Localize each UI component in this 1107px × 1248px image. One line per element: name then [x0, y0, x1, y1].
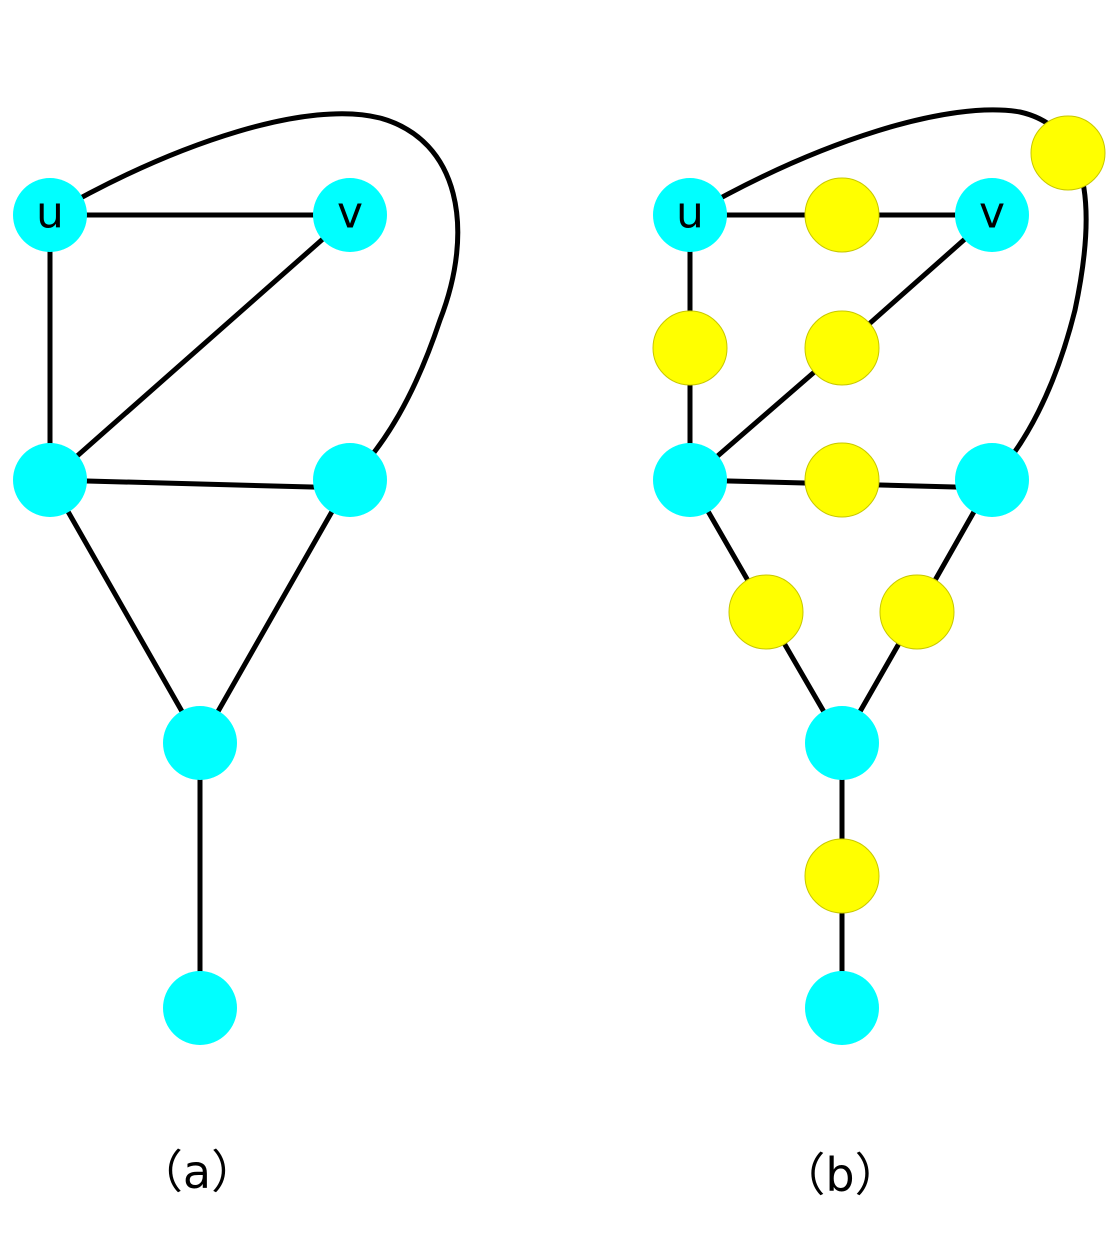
edge-w-x: [47, 477, 353, 491]
node-w: [653, 443, 727, 517]
node-z: [805, 971, 879, 1045]
subdivision-node-uv: [804, 177, 880, 253]
subdivision-node-yz: [804, 838, 880, 914]
panel-a-edges: [47, 111, 461, 1011]
subdivision-node-xy: [879, 574, 955, 650]
panel-b: u v （b）: [652, 107, 1106, 1202]
panel-b-nodes: u v: [652, 115, 1106, 1045]
caption-b: （b）: [779, 1148, 900, 1202]
node-v-label: v: [979, 188, 1005, 239]
panel-a-nodes: u v: [13, 178, 387, 1045]
node-x: [313, 443, 387, 517]
node-v: [955, 178, 1029, 252]
edge-v-w: [47, 212, 353, 483]
subdivision-node-wy: [728, 574, 804, 650]
caption-a: （a）: [137, 1145, 257, 1199]
node-v-label: v: [337, 188, 363, 239]
edge-u-x-curved: [47, 111, 461, 483]
node-v: [313, 178, 387, 252]
edge-x-y: [197, 477, 353, 746]
subdivision-node-wx: [804, 442, 880, 518]
subdivision-node-curve: [1030, 115, 1106, 191]
node-x: [955, 443, 1029, 517]
panel-a: u v （a）: [13, 111, 461, 1199]
subdivision-node-uw: [652, 310, 728, 386]
subdivision-node-vw: [804, 310, 880, 386]
node-u-label: u: [676, 188, 704, 239]
node-u: [13, 178, 87, 252]
panel-b-edges: [687, 107, 1089, 1011]
node-u: [653, 178, 727, 252]
node-y: [163, 706, 237, 780]
node-w: [13, 443, 87, 517]
node-u-label: u: [36, 188, 64, 239]
edge-u-x-curved-subdivided: [687, 107, 1089, 483]
node-y: [805, 706, 879, 780]
edge-w-y: [47, 477, 203, 746]
node-z: [163, 971, 237, 1045]
